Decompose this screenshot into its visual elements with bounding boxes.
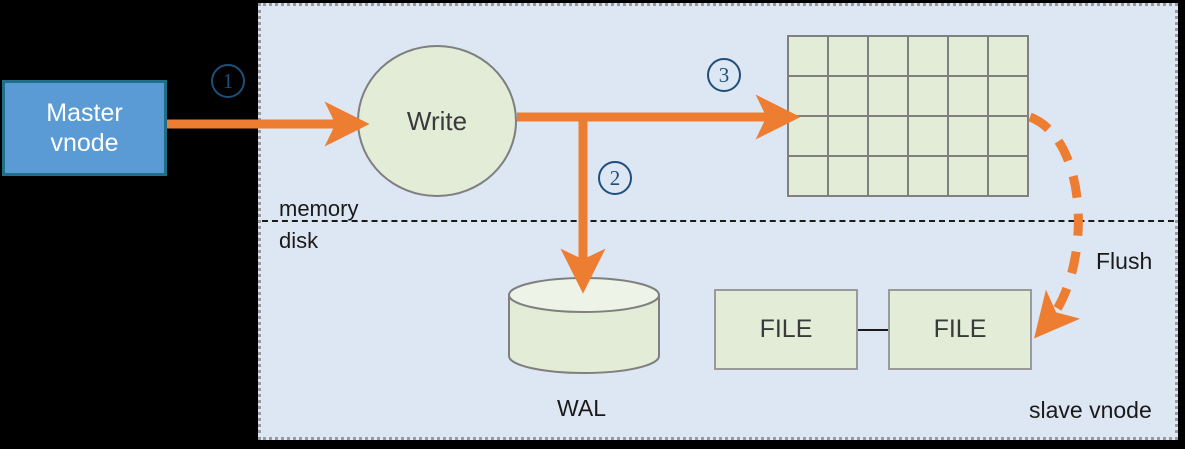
memtable-cell: [909, 77, 947, 115]
wal-cylinder-shape: [508, 277, 660, 374]
wal-label: WAL: [557, 395, 606, 421]
memtable-cell: [949, 77, 987, 115]
memory-tier-label: memory: [279, 196, 359, 221]
master-vnode-label: Master vnode: [46, 98, 122, 159]
step-marker-2: 2: [598, 161, 632, 195]
file-box-2[interactable]: FILE: [888, 289, 1032, 370]
flush-label: Flush: [1096, 248, 1153, 274]
wal-cylinder[interactable]: [508, 277, 660, 374]
memtable-cell: [949, 37, 987, 75]
disk-tier-label: disk: [279, 228, 319, 253]
step-marker-3: 3: [707, 58, 741, 92]
memtable-cell: [789, 157, 827, 195]
write-node-label: Write: [406, 105, 468, 136]
memtable-cell: [989, 157, 1027, 195]
step-marker-1: 1: [211, 64, 245, 98]
master-vnode-box[interactable]: Master vnode: [2, 80, 167, 176]
file-box-1-label: FILE: [759, 315, 813, 343]
memtable-cell: [869, 157, 907, 195]
memory-disk-divider: [262, 220, 1174, 222]
file-box-1[interactable]: FILE: [714, 289, 858, 370]
memtable-cell: [789, 37, 827, 75]
memtable-cell: [789, 117, 827, 155]
slave-vnode-label: slave vnode: [1029, 397, 1152, 423]
memtable-cell: [949, 117, 987, 155]
memtable-cell: [989, 77, 1027, 115]
memtable-cell: [869, 77, 907, 115]
memtable-cell: [909, 117, 947, 155]
memtable-cell: [829, 157, 867, 195]
master-vnode-label-line1: Master: [46, 98, 123, 127]
memtable-cell: [909, 157, 947, 195]
file-connector-line: [858, 329, 888, 331]
memtable-cell: [989, 117, 1027, 155]
memtable-cell: [869, 37, 907, 75]
memtable-cell: [989, 37, 1027, 75]
memtable-cell: [829, 77, 867, 115]
master-vnode-label-line2: vnode: [50, 129, 119, 157]
file-box-2-label: FILE: [933, 315, 987, 343]
memtable-cell: [829, 117, 867, 155]
memtable-cell: [789, 77, 827, 115]
memtable-cell: [829, 37, 867, 75]
write-node[interactable]: Write: [357, 45, 517, 197]
memtable-cell: [869, 117, 907, 155]
memtable-cell: [909, 37, 947, 75]
memtable-grid[interactable]: [787, 35, 1029, 197]
memtable-cell: [949, 157, 987, 195]
